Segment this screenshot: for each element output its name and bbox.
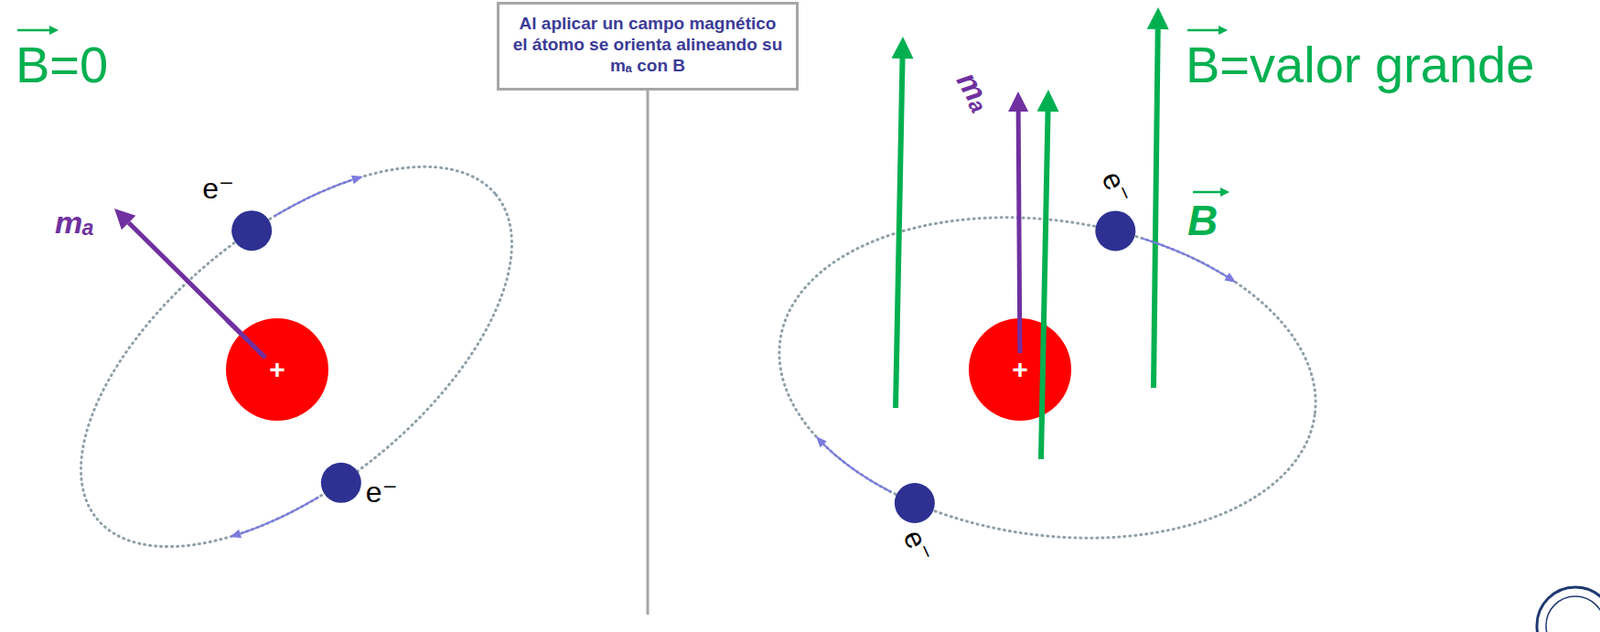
velocity-arrow: [1142, 238, 1237, 283]
velocity-arrow-head: [816, 436, 827, 448]
logo-inner-ring: [1546, 596, 1600, 632]
field-label: B=0: [15, 39, 108, 91]
field-arrow-head: [891, 36, 914, 59]
velocity-arrows: [229, 175, 1236, 539]
divider-line: [646, 54, 650, 615]
vector-arrow-head: [49, 25, 59, 35]
electron-dot: [894, 483, 935, 524]
velocity-arrow-head: [1224, 272, 1236, 283]
field-arrow: [891, 36, 914, 409]
electron-dot: [231, 210, 272, 251]
vector-arrow-shaft: [1192, 191, 1221, 194]
velocity-arrow-head: [229, 529, 242, 539]
moment-arrow: [114, 208, 266, 358]
vector-arrow: [1192, 187, 1230, 197]
velocity-arrow-shaft: [240, 496, 320, 534]
moment-label: mₐ: [951, 66, 999, 117]
overlay-line: [1041, 318, 1049, 421]
field-arrow-shaft: [895, 58, 903, 409]
velocity-arrow: [229, 496, 319, 538]
moment-arrows: [114, 91, 1029, 358]
vector-arrow-shaft: [17, 29, 50, 33]
overlay-line: [1018, 318, 1021, 354]
moment-arrow-head: [114, 208, 136, 230]
velocity-arrow: [274, 175, 364, 217]
vector-arrow: [17, 25, 59, 35]
vector-arrow-head: [1220, 187, 1230, 197]
note-text: Al aplicar un campo magnético el átomo s…: [510, 13, 785, 76]
nucleus: +: [225, 318, 329, 421]
vector-arrow-head: [1218, 25, 1228, 35]
velocity-arrow-shaft: [1142, 238, 1228, 278]
velocity-arrow-head: [351, 175, 364, 185]
electrons: [231, 210, 1136, 524]
vector-arrow-shaft: [1187, 29, 1219, 33]
overlay-line: [225, 318, 266, 358]
charge-sign: +: [268, 355, 286, 384]
moment-arrow: [1008, 91, 1029, 354]
orbit-path: [16, 95, 578, 618]
note-box: Al aplicar un campo magnético el átomo s…: [496, 1, 799, 91]
field-symbol: B: [1187, 199, 1218, 242]
electron-dot: [1095, 210, 1136, 251]
electron-label: e⁻: [1096, 166, 1139, 210]
charge-sign: +: [1011, 355, 1029, 384]
orbits: [16, 95, 1338, 618]
field-arrow-head: [1037, 89, 1060, 112]
electron-dot: [321, 462, 362, 504]
electron-label: e⁻: [365, 477, 399, 507]
velocity-arrow: [816, 436, 892, 493]
moment-arrow-head: [1008, 91, 1029, 112]
velocity-arrow-shaft: [823, 444, 892, 493]
nucleus: +: [968, 318, 1072, 421]
field-arrow: [1147, 7, 1170, 388]
logo-ring: [1536, 587, 1600, 632]
velocity-arrow-shaft: [274, 179, 354, 216]
electron-label: e⁻: [201, 173, 236, 204]
university-logo: [1536, 587, 1600, 632]
vector-arrow: [1187, 25, 1228, 35]
field-label: B=valor grande: [1185, 39, 1535, 91]
moment-arrow-shaft: [1018, 111, 1021, 354]
field-arrow-shaft: [1153, 29, 1159, 388]
field-arrow-head: [1147, 7, 1170, 30]
field-arrows: [891, 7, 1170, 460]
electron-label: e⁻: [898, 525, 940, 569]
moment-label: mₐ: [54, 206, 95, 238]
